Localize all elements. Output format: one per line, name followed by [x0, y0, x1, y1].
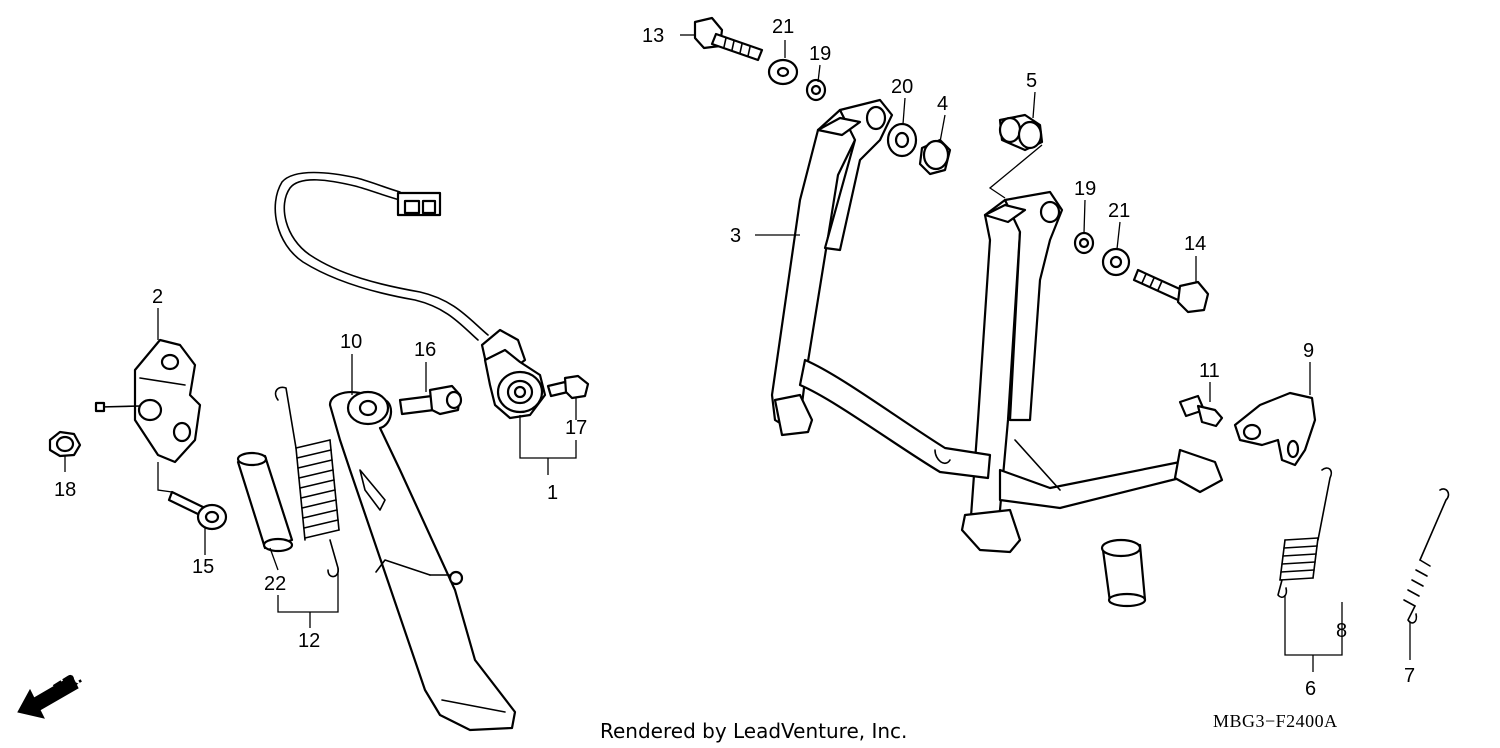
spring-6[interactable] [1277, 467, 1333, 598]
bolt-11[interactable] [1178, 394, 1224, 428]
label-14: 14 [1184, 233, 1206, 255]
diagram-code: MBG3−F2400A [1213, 711, 1338, 731]
washer-21-right[interactable] [1101, 247, 1131, 277]
label-15: 15 [192, 556, 214, 578]
label-6: 6 [1305, 678, 1316, 700]
washer-19-right[interactable] [1073, 231, 1095, 255]
sleeve-8[interactable] [1100, 538, 1147, 608]
bolt-13[interactable] [693, 16, 764, 62]
label-21-right: 21 [1108, 200, 1130, 222]
nut-18[interactable] [48, 430, 82, 458]
label-16: 16 [414, 339, 436, 361]
label-13: 13 [642, 25, 664, 47]
washer-19-top[interactable] [805, 78, 827, 102]
render-credit: Rendered by LeadVenture, Inc. [600, 719, 907, 743]
label-12: 12 [298, 630, 320, 652]
bolt-14[interactable] [1132, 268, 1210, 314]
washer-20[interactable] [886, 122, 918, 158]
pivot-bolt-16[interactable] [398, 384, 463, 416]
label-11: 11 [1199, 360, 1220, 382]
plate-9[interactable] [1233, 391, 1317, 467]
callout-labels: 1 2 3 4 5 6 7 8 9 10 11 12 13 14 15 16 1… [54, 16, 1415, 700]
label-2: 2 [152, 286, 163, 308]
sleeve-22[interactable] [236, 451, 294, 553]
label-22: 22 [264, 573, 286, 595]
side-stand-switch[interactable] [274, 171, 547, 420]
front-arrow-icon: FR. [17, 667, 85, 719]
label-20: 20 [891, 76, 913, 98]
label-19-top: 19 [809, 43, 831, 65]
main-stand-3[interactable] [770, 98, 1224, 554]
leader-lines [64, 34, 1411, 672]
side-stand-10[interactable] [328, 390, 517, 732]
label-10: 10 [340, 331, 362, 353]
label-1: 1 [547, 482, 558, 504]
screw-17[interactable] [546, 374, 590, 400]
collar-4[interactable] [918, 138, 952, 176]
label-9: 9 [1303, 340, 1314, 362]
label-3: 3 [730, 225, 741, 247]
washer-21-top[interactable] [767, 58, 799, 86]
label-21-top: 21 [772, 16, 794, 38]
spring-7[interactable] [1403, 488, 1450, 624]
label-5: 5 [1026, 70, 1037, 92]
label-4: 4 [937, 93, 948, 115]
label-7: 7 [1404, 665, 1415, 687]
label-18: 18 [54, 479, 76, 501]
label-8: 8 [1336, 620, 1347, 642]
collar-5[interactable] [998, 113, 1044, 152]
side-stand-bracket[interactable] [94, 338, 202, 464]
label-17: 17 [565, 417, 587, 439]
bolt-15[interactable] [167, 490, 228, 531]
label-19-right: 19 [1074, 178, 1096, 200]
